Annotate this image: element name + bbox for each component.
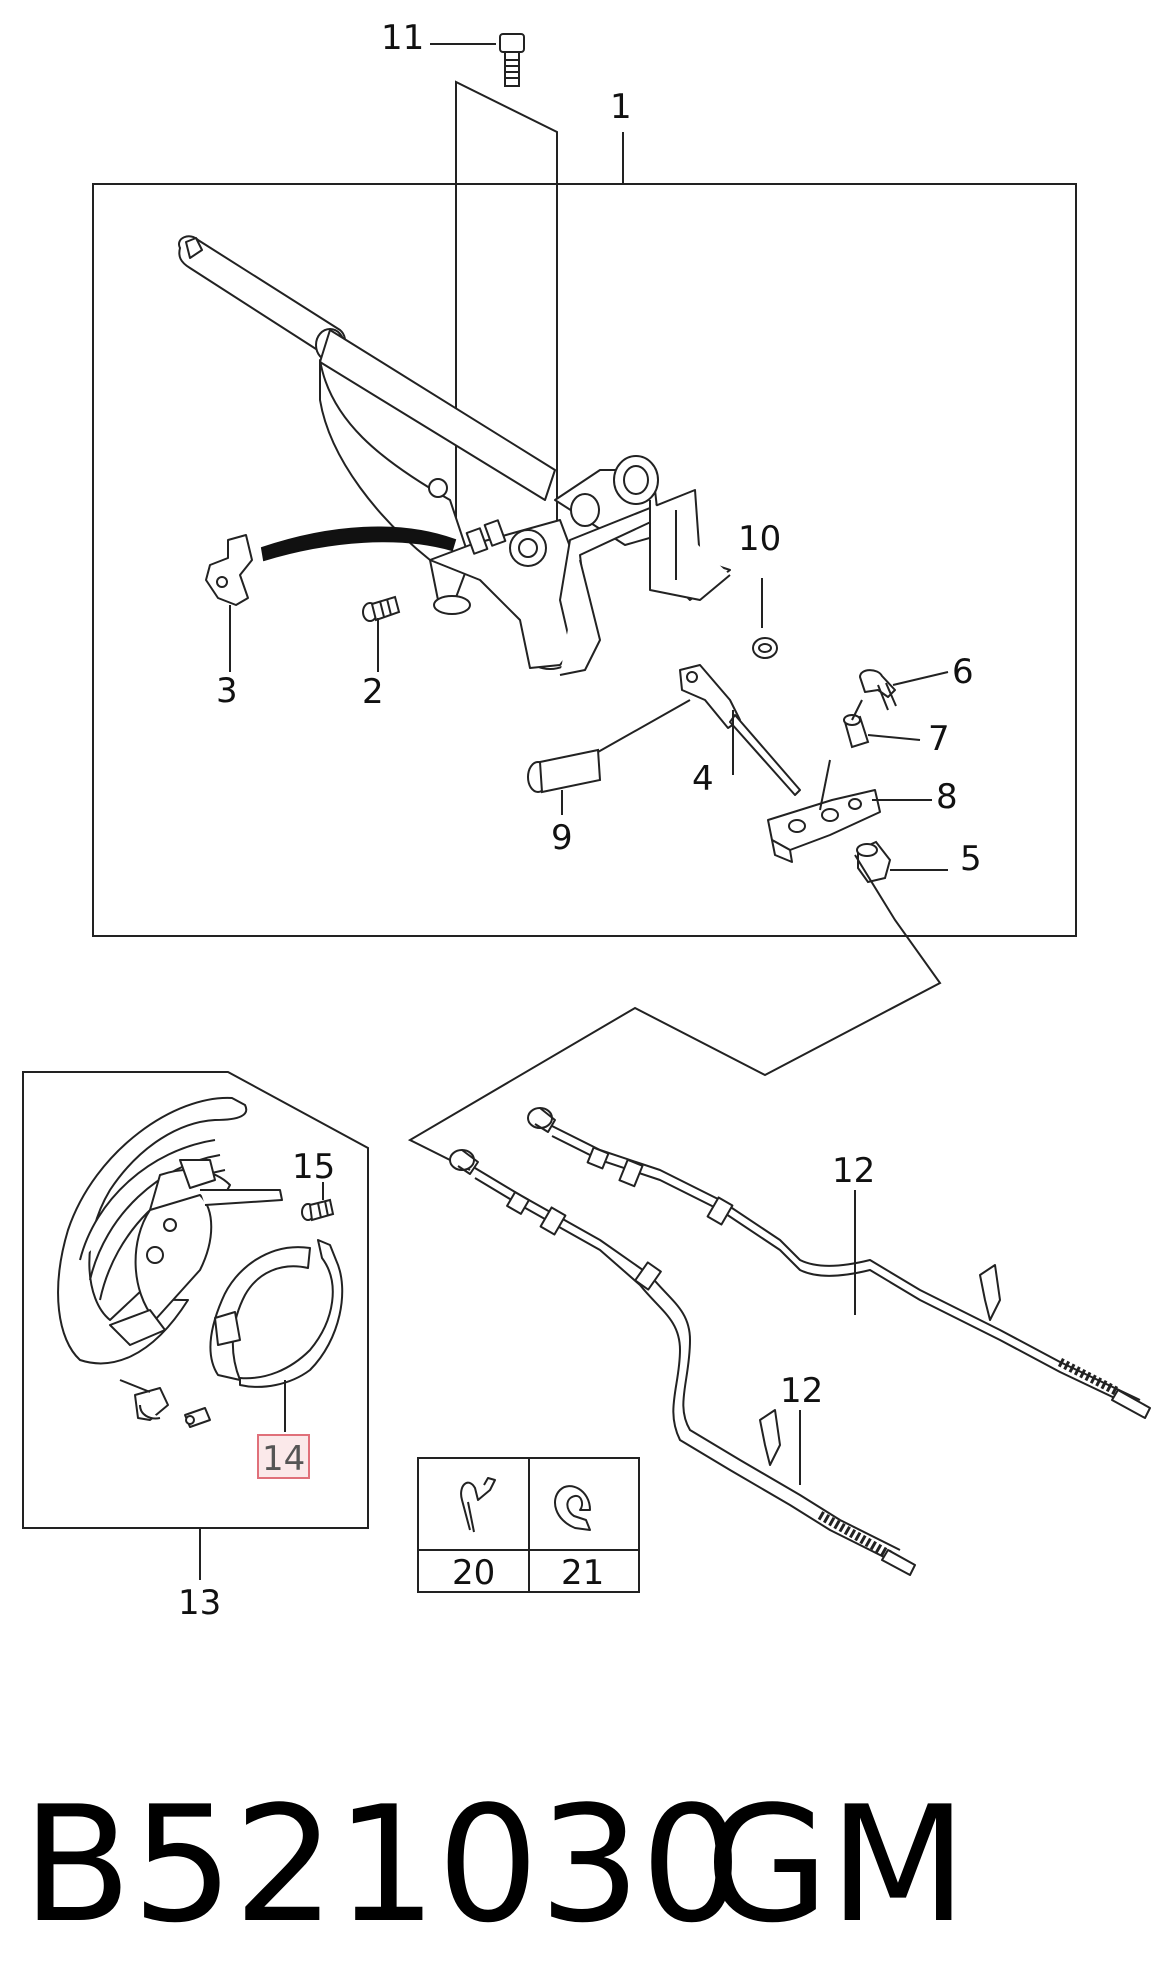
screw-icon: [362, 595, 401, 672]
footer: B521030 GM: [22, 1771, 967, 1958]
callout-4: 4: [692, 759, 714, 799]
rear-brake-group: [22, 1071, 369, 1580]
callout-8: 8: [936, 777, 958, 817]
callout-21: 21: [561, 1553, 604, 1593]
callout-labels: 1 2 3 4 5 6 7 8 9 10 11 12 12 13 14 15 2…: [178, 18, 982, 1623]
pointer-arrow: [260, 526, 457, 562]
callout-5: 5: [960, 839, 982, 879]
callout-14: 14: [262, 1439, 305, 1479]
callout-12b: 12: [780, 1371, 823, 1411]
callout-7: 7: [928, 719, 950, 759]
lock-nut-icon: [856, 840, 948, 884]
callout-14-highlight: [257, 1434, 310, 1479]
equalizer-bracket-icon: [767, 759, 932, 863]
callout-11: 11: [381, 18, 424, 58]
backing-plate-icon: [57, 1096, 283, 1365]
part-number: B521030: [22, 1771, 743, 1958]
callout-12a: 12: [832, 1151, 875, 1191]
accessory-table: [417, 1457, 640, 1593]
brake-cable-lower-icon: [449, 1149, 916, 1576]
adjuster-pin-icon: [119, 1379, 211, 1428]
e-clip-icon: [554, 1485, 591, 1531]
brake-cable-upper-icon: [527, 1107, 1151, 1419]
callout-15: 15: [292, 1147, 335, 1187]
lever-assembly-frame: [92, 183, 1077, 937]
ratchet-pawl-icon: [205, 534, 253, 672]
equalizer-rod-icon: [679, 664, 801, 796]
callout-1: 1: [610, 87, 632, 127]
spring-clip-icon: [460, 1477, 496, 1533]
bolt-icon: [499, 33, 525, 87]
adjuster-clip-icon: [859, 669, 949, 711]
clevis-pin-icon: [527, 699, 691, 815]
leader-11-bracket: [455, 80, 558, 165]
callout-20: 20: [452, 1553, 495, 1593]
brand-name: GM: [705, 1771, 967, 1958]
callout-13: 13: [178, 1583, 221, 1623]
cable-leaders: [799, 1190, 856, 1485]
parking-brake-lever-icon: [178, 235, 731, 676]
callout-9: 9: [551, 818, 573, 858]
bleeder-screw-icon: [301, 1182, 335, 1222]
connector-lines: [407, 854, 942, 1171]
callout-2: 2: [362, 672, 384, 712]
callout-6: 6: [952, 652, 974, 692]
rear-brake-frame: [22, 1071, 369, 1529]
cable-sleeve-icon: [843, 699, 921, 749]
snap-ring-icon: [752, 578, 778, 659]
callout-10: 10: [738, 519, 781, 559]
callout-3: 3: [216, 671, 238, 711]
brake-shoe-icon: [209, 1239, 344, 1432]
